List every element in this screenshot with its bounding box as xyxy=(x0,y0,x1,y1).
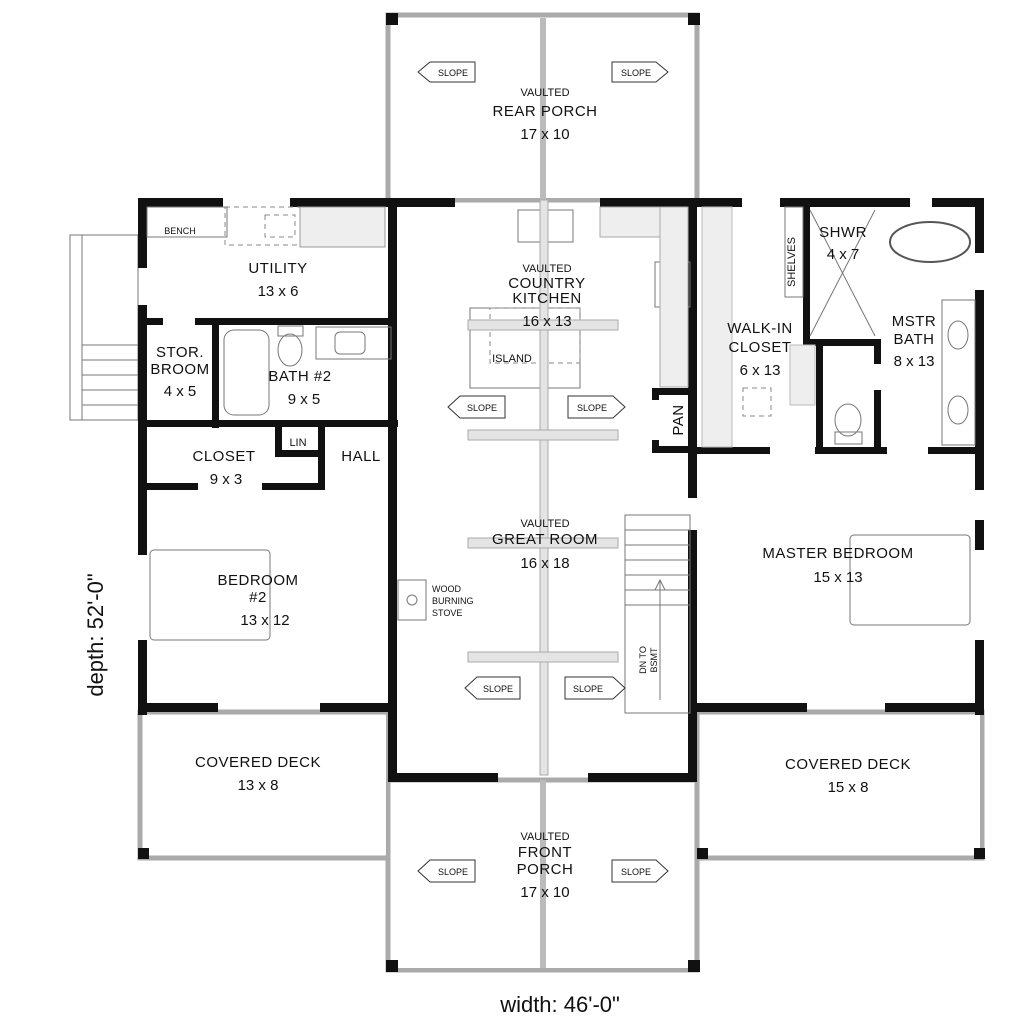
rear-porch-size: 17 x 10 xyxy=(520,126,569,143)
stor-broom-name-1: STOR. xyxy=(156,344,204,361)
island-label: ISLAND xyxy=(492,353,532,365)
stor-broom-name-2: BROOM xyxy=(150,361,209,378)
covered-deck-right-size: 15 x 8 xyxy=(828,779,869,796)
stove-line-3: STOVE xyxy=(432,608,462,618)
rear-porch-outline xyxy=(385,12,700,203)
great-room-name: GREAT ROOM xyxy=(492,531,598,548)
slope-label: SLOPE xyxy=(438,867,468,877)
shelves-label: SHELVES xyxy=(786,237,798,287)
rear-porch-prefix: VAULTED xyxy=(520,87,569,99)
interior-walls xyxy=(138,198,984,713)
master-bath-name-1: MSTR xyxy=(892,313,937,330)
stairs-line-1: DN TO xyxy=(638,646,648,674)
stor-broom-size: 4 x 5 xyxy=(164,383,197,400)
pantry-name: PAN xyxy=(670,404,687,435)
covered-deck-left-name: COVERED DECK xyxy=(195,754,321,771)
bath2-name: BATH #2 xyxy=(268,368,331,385)
exterior-walls xyxy=(138,198,984,782)
kitchen-name-2: KITCHEN xyxy=(512,290,581,307)
walk-in-closet-name-2: CLOSET xyxy=(728,339,791,356)
master-bath-name-2: BATH xyxy=(894,331,935,348)
bath2-size: 9 x 5 xyxy=(288,391,321,408)
width-dimension: width: 46'-0" xyxy=(499,992,620,1017)
covered-deck-right-name: COVERED DECK xyxy=(785,756,911,773)
slope-label: SLOPE xyxy=(577,403,607,413)
master-bedroom-name: MASTER BEDROOM xyxy=(762,545,913,562)
slope-label: SLOPE xyxy=(467,403,497,413)
depth-dimension: depth: 52'-0" xyxy=(83,573,108,696)
master-bath-size: 8 x 13 xyxy=(894,353,935,370)
stairs-line-2: BSMT xyxy=(649,647,659,673)
utility-size: 13 x 6 xyxy=(258,283,299,300)
shower-name: SHWR xyxy=(819,224,867,241)
kitchen-name-1: COUNTRY xyxy=(508,275,585,292)
great-room-size: 16 x 18 xyxy=(520,555,569,572)
interior-stairs xyxy=(624,514,691,714)
covered-deck-left-size: 13 x 8 xyxy=(238,777,279,794)
front-porch-name-2: PORCH xyxy=(517,861,574,878)
hall-name: HALL xyxy=(341,448,381,465)
front-porch-prefix: VAULTED xyxy=(520,831,569,843)
covered-deck-outlines xyxy=(137,709,985,861)
slope-label: SLOPE xyxy=(438,68,468,78)
front-porch-size: 17 x 10 xyxy=(520,884,569,901)
master-bedroom-size: 15 x 13 xyxy=(813,569,862,586)
exterior-stairs xyxy=(69,234,139,421)
fixtures xyxy=(146,206,976,641)
bedroom2-size: 13 x 12 xyxy=(240,612,289,629)
vaulted-beams xyxy=(467,199,619,776)
kitchen-prefix: VAULTED xyxy=(522,263,571,275)
front-porch-name-1: FRONT xyxy=(518,844,572,861)
stove-line-2: BURNING xyxy=(432,596,474,606)
slope-label: SLOPE xyxy=(621,68,651,78)
utility-name: UTILITY xyxy=(248,260,307,277)
bedroom2-name-2: #2 xyxy=(249,589,267,606)
slope-label: SLOPE xyxy=(573,684,603,694)
closet-name: CLOSET xyxy=(192,448,255,465)
closet-size: 9 x 3 xyxy=(210,471,243,488)
walk-in-closet-size: 6 x 13 xyxy=(740,362,781,379)
rear-porch-name: REAR PORCH xyxy=(492,103,597,120)
slope-arrows xyxy=(417,61,669,883)
linen-name: LIN xyxy=(289,437,306,449)
bench-label: BENCH xyxy=(164,226,196,236)
kitchen-size: 16 x 13 xyxy=(522,313,571,330)
slope-label: SLOPE xyxy=(483,684,513,694)
walk-in-closet-name-1: WALK-IN xyxy=(727,320,792,337)
bedroom2-name-1: BEDROOM xyxy=(217,572,298,589)
shower-size: 4 x 7 xyxy=(827,246,860,263)
slope-label: SLOPE xyxy=(621,867,651,877)
great-room-prefix: VAULTED xyxy=(520,518,569,530)
stove-line-1: WOOD xyxy=(432,584,461,594)
